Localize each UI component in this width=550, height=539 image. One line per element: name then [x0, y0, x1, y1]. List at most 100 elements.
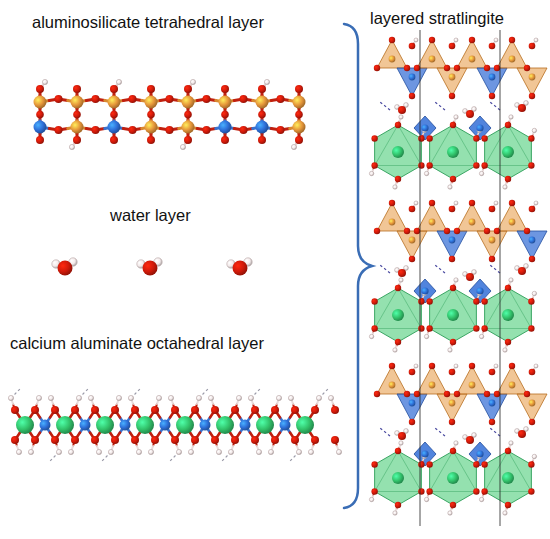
- atom: [449, 206, 456, 213]
- tetrahedron: [457, 366, 487, 394]
- atom: [454, 364, 458, 368]
- atom: [450, 176, 456, 182]
- atom: [444, 228, 450, 234]
- atom: [231, 436, 239, 444]
- atom: [42, 79, 47, 84]
- atom: [449, 43, 456, 50]
- atom: [128, 395, 133, 400]
- atom: [228, 449, 233, 454]
- tetrahedron: [377, 40, 407, 68]
- repeat-unit: [369, 37, 547, 189]
- atom: [466, 110, 474, 118]
- atom: [450, 122, 456, 128]
- atom: [34, 121, 47, 134]
- atom: [509, 441, 513, 445]
- atom: [231, 406, 239, 414]
- atom: [505, 285, 511, 291]
- atom: [71, 121, 84, 134]
- atom: [414, 38, 418, 42]
- atom: [404, 103, 409, 108]
- atom: [76, 395, 81, 400]
- atom: [336, 449, 341, 454]
- atom: [331, 436, 339, 444]
- tetrahedron: [497, 203, 527, 231]
- atom: [110, 85, 118, 93]
- atom: [221, 111, 229, 119]
- atom: [233, 261, 248, 276]
- octahedron: [375, 288, 422, 342]
- atom: [131, 436, 139, 444]
- octahedral-layer: [8, 389, 341, 461]
- atom: [256, 416, 274, 434]
- atom: [395, 122, 401, 128]
- atom: [268, 449, 273, 454]
- atom: [448, 348, 452, 352]
- atom: [166, 126, 174, 134]
- atom: [148, 449, 153, 454]
- atom: [532, 291, 536, 295]
- atom: [421, 124, 428, 131]
- atom: [449, 74, 456, 81]
- atom: [447, 309, 459, 321]
- atom: [291, 436, 299, 444]
- atom: [509, 115, 513, 119]
- hydrogen-bond: [380, 102, 390, 110]
- atom: [208, 395, 213, 400]
- atom: [96, 449, 101, 454]
- atom: [136, 449, 141, 454]
- atom: [392, 472, 404, 484]
- tetrahedron: [457, 203, 487, 231]
- atom: [55, 95, 63, 103]
- atom: [454, 65, 460, 71]
- atom: [472, 433, 477, 438]
- atom: [200, 420, 211, 431]
- atom: [276, 395, 281, 400]
- tetrahedron: [497, 366, 527, 394]
- tetrahedron: [517, 68, 547, 96]
- atom: [111, 436, 119, 444]
- atom: [494, 201, 498, 205]
- atom: [409, 206, 416, 213]
- atom: [31, 436, 39, 444]
- atom: [296, 449, 301, 454]
- atom: [110, 111, 118, 119]
- atom: [145, 121, 158, 134]
- atom: [532, 454, 536, 458]
- atom: [466, 273, 474, 281]
- atom: [529, 74, 536, 81]
- atom: [469, 363, 475, 369]
- atom: [473, 162, 479, 168]
- tetrahedron: [397, 394, 427, 422]
- atom: [418, 325, 424, 331]
- atom: [31, 406, 39, 414]
- atom: [168, 395, 173, 400]
- atom: [248, 395, 253, 400]
- atom: [374, 228, 380, 234]
- atom: [509, 363, 515, 369]
- atom: [444, 391, 450, 397]
- atom: [291, 144, 296, 149]
- tetrahedron: [417, 366, 447, 394]
- atom: [503, 185, 507, 189]
- atom: [484, 391, 490, 397]
- atom: [454, 38, 458, 42]
- atom: [92, 126, 100, 134]
- atom: [429, 363, 435, 369]
- atom: [371, 135, 377, 141]
- atom: [476, 450, 483, 457]
- octahedron-edge: [485, 165, 532, 166]
- octahedron-edge: [375, 165, 422, 166]
- bond-group: [372, 40, 536, 187]
- atom: [524, 264, 529, 269]
- hydrogen-bond: [435, 102, 445, 110]
- atom: [392, 146, 404, 158]
- tetrahedron: [517, 231, 547, 259]
- atom: [481, 488, 487, 494]
- atom: [469, 56, 476, 63]
- atom: [469, 382, 476, 389]
- atom: [454, 228, 460, 234]
- atom: [293, 96, 306, 109]
- atom: [418, 488, 424, 494]
- atom: [116, 395, 121, 400]
- atom: [509, 382, 516, 389]
